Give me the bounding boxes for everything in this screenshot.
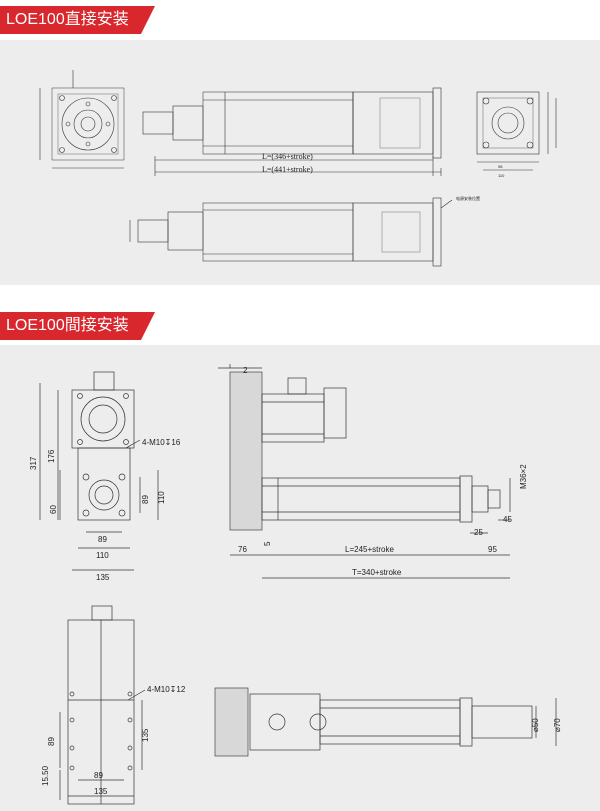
dim-45: 45 [503, 515, 512, 524]
dim-135-h: 135 [96, 573, 110, 582]
section-title-indirect: LOE100間接安装 [0, 312, 155, 340]
direct-callout-label: 电源安装位置 [456, 195, 480, 201]
dim-L: L=245+stroke [345, 545, 394, 554]
direct-side-view-bottom [129, 197, 453, 267]
direct-length-label-1: L=(346+stroke) [262, 152, 313, 161]
dim-2: 2 [243, 366, 248, 375]
dim-76: 76 [238, 545, 247, 554]
dim-95: 95 [488, 545, 497, 554]
direct-side-view-top [142, 87, 442, 176]
indirect-right-view [218, 364, 511, 579]
direct-rear-view [476, 91, 557, 171]
dim-89-h: 89 [98, 535, 107, 544]
dim-317: 317 [29, 456, 38, 470]
dim-25: 25 [474, 528, 483, 537]
dim-110-h: 110 [96, 551, 109, 560]
dim-m36: M36×2 [519, 464, 528, 489]
thread-label-bottom: 4-M10↧12 [147, 685, 186, 694]
dim-176: 176 [47, 449, 56, 463]
thread-label-top: 4-M10↧16 [142, 438, 181, 447]
indirect-lower-left-view [59, 605, 146, 805]
dim-89-v: 89 [141, 495, 150, 504]
dim-135-v2: 135 [141, 728, 150, 742]
dim-60: 60 [49, 505, 58, 514]
dim-5: 5 [263, 541, 272, 546]
dia-50: ⌀50 [531, 718, 540, 732]
dim-135-h2: 135 [94, 787, 108, 796]
section-title-direct: LOE100直接安装 [0, 6, 155, 34]
direct-front-view [39, 70, 125, 169]
dia-70: ⌀70 [553, 718, 562, 732]
indirect-left-view [39, 371, 159, 571]
dim-T: T=340+stroke [352, 568, 402, 577]
direct-rear-dim-110: 110 [498, 173, 505, 178]
indirect-lower-right-view [214, 687, 557, 757]
dim-89-v2: 89 [47, 737, 56, 746]
dim-15-50: 15.50 [41, 765, 50, 786]
direct-length-label-2: L=(441+stroke) [262, 165, 313, 174]
direct-rear-dim-98: 98 [498, 164, 503, 169]
dim-89-h2: 89 [94, 771, 103, 780]
drawing-panel-direct [0, 40, 600, 285]
dim-110-v: 110 [157, 491, 166, 504]
